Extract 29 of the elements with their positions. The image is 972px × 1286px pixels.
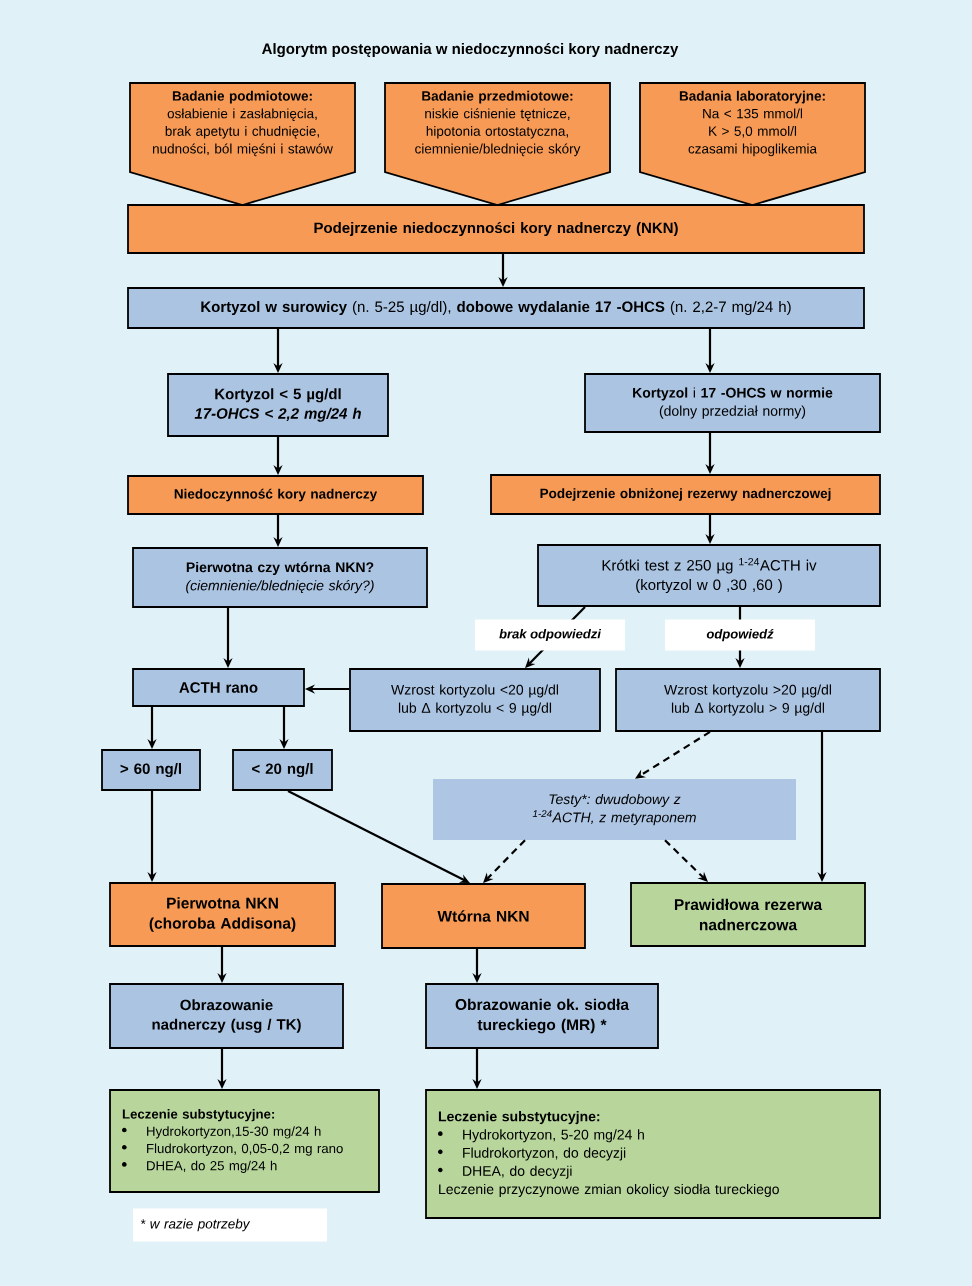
process-box: Podejrzenie niedoczynności kory nadnerczy (NKN) <box>127 204 865 254</box>
edge-label: brak odpowiedzi <box>475 619 625 651</box>
arrow <box>635 730 711 779</box>
treatment-box: Leczenie substytucyjne: Hydrokortyzon, 5-20 mg/24 h Fludrokortyzon, do decyzji DHEA, do decyzji Leczenie przyczynowe zmian okolicy siodła tureckiego <box>425 1089 881 1219</box>
chevron-box: Badanie podmiotowe: osłabienie i zasłabnięcia, brak apetytu i chudnięcie, nudności, ból mięśni i stawów <box>129 82 356 206</box>
process-box: Pierwotna czy wtórna NKN? (ciemnienie/blednięcie skóry?) <box>132 547 428 608</box>
process-box: Kortyzol i 17 -OHCS w normie (dolny przedział normy) <box>584 373 881 433</box>
process-box: Niedoczynność kory nadnerczy <box>127 475 424 515</box>
process-box: < 20 ng/l <box>232 749 333 791</box>
process-box: > 60 ng/l <box>101 749 201 791</box>
chevron-box: Badania laboratoryjne: Na < 135 mmol/l K > 5,0 mmol/l czasami hipoglikemia <box>639 82 866 206</box>
title: Algorytm postępowania w niedoczynności kory nadnerczy <box>262 42 679 58</box>
process-box: ACTH rano <box>132 668 305 707</box>
treatment-box: Leczenie substytucyjne: Hydrokortyzon,15-30 mg/24 h Fludrokortyzon, 0,05-0,2 mg rano DHEA, do 25 mg/24 h <box>109 1089 380 1193</box>
process-box: Wzrost kortyzolu >20 µg/dl lub Δ kortyzolu > 9 µg/dl <box>615 668 881 732</box>
chevron-box: Badanie przedmiotowe: niskie ciśnienie tętnicze, hipotonia ortostatyczna, ciemnienie/blednięcie skóry <box>384 82 611 206</box>
test-box: Testy*: dwudobowy z $^{1-24}$ACTH, z metyraponem <box>433 779 796 840</box>
edge-label: odpowiedź <box>665 619 815 651</box>
process-box: Krótki test z 250 µg $^{1-24}$ACTH iv (kortyzol w 0 ,30 ,60 ) <box>537 544 881 607</box>
process-box: Kortyzol < 5 µg/dl 17-OHCS < 2,2 mg/24 h <box>167 373 389 437</box>
process-box: Podejrzenie obniżonej rezerwy nadnerczowej <box>490 474 881 515</box>
process-box: Wtórna NKN <box>381 883 586 949</box>
process-box: Obrazowanie ok. siodła tureckiego (MR) * <box>425 983 659 1049</box>
process-box: Obrazowanie nadnerczy (usg / TK) <box>109 983 344 1049</box>
process-box: Pierwotna NKN (choroba Addisona) <box>109 882 336 947</box>
process-box: Kortyzol w surowicy (n. 5-25 µg/dl), dobowe wydalanie 17 -OHCS (n. 2,2-7 mg/24 h) <box>127 287 865 329</box>
process-box: Prawidłowa rezerwa nadnerczowa <box>630 882 866 947</box>
footnote: * w razie potrzeby <box>133 1208 327 1242</box>
process-box: Wzrost kortyzolu <20 µg/dl lub Δ kortyzolu < 9 µg/dl <box>349 668 601 732</box>
